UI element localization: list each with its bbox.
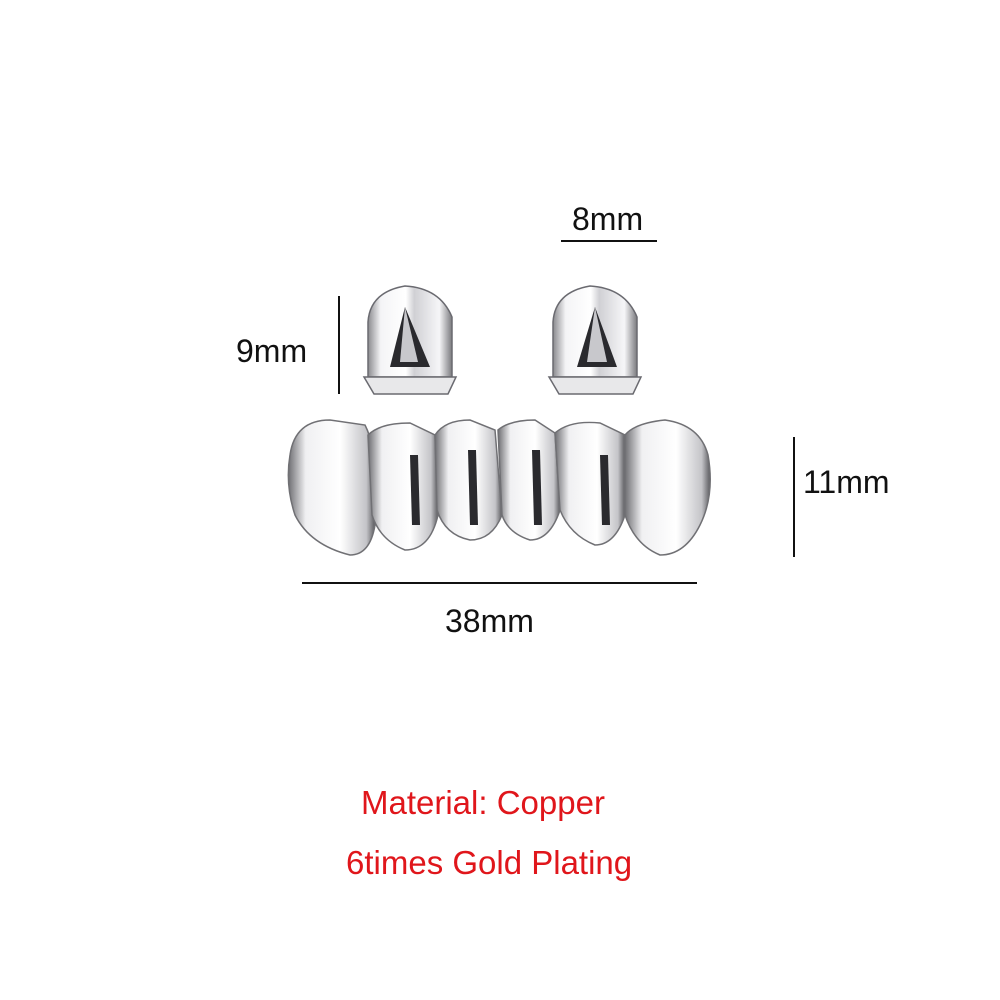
dimension-line-grill-width (302, 582, 697, 584)
material-text: Material: Copper (361, 784, 605, 821)
plating-text: 6times Gold Plating (346, 844, 633, 881)
label-cap-height: 9mm (236, 333, 308, 369)
bottom-grill (287, 419, 711, 556)
dimension-line-cap-width (561, 240, 657, 242)
dimension-line-grill-height (793, 437, 795, 557)
label-grill-height: 11mm (803, 464, 890, 500)
dimension-line-cap-height (338, 296, 340, 394)
label-grill-width: 38mm (445, 603, 534, 639)
single-cap-left (362, 285, 458, 395)
label-cap-width: 8mm (572, 201, 644, 237)
single-cap-right (547, 285, 643, 395)
